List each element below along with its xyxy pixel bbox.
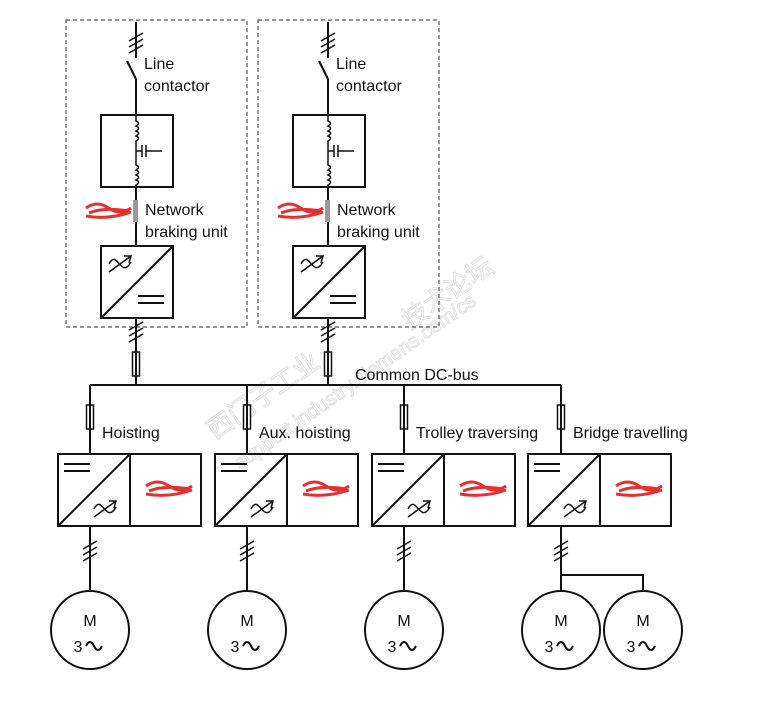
- line-contactor-label: Line: [144, 56, 174, 73]
- three-phase-hatch-mark: [128, 44, 144, 54]
- motor-phases: 3: [627, 639, 636, 656]
- braking-unit-label: braking unit: [337, 224, 420, 241]
- line-contactor-switch: [318, 60, 329, 80]
- motor-letter: M: [83, 613, 96, 630]
- motor: M3: [521, 590, 601, 670]
- fuse-icon: [85, 404, 95, 430]
- braking-unit-connection: [133, 200, 138, 222]
- three-phase-hatch-mark: [128, 38, 144, 48]
- motor-circle: [207, 590, 287, 670]
- inductor-icon: [134, 115, 140, 191]
- fuse-icon: [399, 404, 409, 430]
- braking-unit-label: Network: [145, 202, 205, 219]
- three-phase-hatch-mark: [82, 540, 98, 550]
- infeed-boundary: [257, 19, 440, 328]
- motor-circle: [521, 590, 601, 670]
- three-phase-hatch-mark: [128, 321, 144, 331]
- line-contactor-switch: [126, 60, 137, 80]
- drive-label: Trolley traversing: [416, 425, 538, 442]
- ac-symbol-icon: [638, 641, 656, 651]
- ac-symbol-icon: [242, 641, 260, 651]
- ac-symbol-icon: [85, 641, 103, 651]
- three-phase-hatch-mark: [82, 546, 98, 556]
- three-phase-hatch-mark: [396, 552, 412, 562]
- dc-bus-label: Common DC-bus: [355, 367, 479, 384]
- three-phase-hatch-mark: [553, 546, 569, 556]
- three-phase-hatch-mark: [553, 540, 569, 550]
- line-contactor-label: contactor: [144, 78, 210, 95]
- redaction-scribble: [302, 480, 350, 497]
- three-phase-hatch-mark: [396, 546, 412, 556]
- three-phase-hatch-mark: [239, 540, 255, 550]
- three-phase-hatch-mark: [320, 327, 336, 337]
- three-phase-hatch-mark: [320, 333, 336, 343]
- motor-letter: M: [240, 613, 253, 630]
- three-phase-hatch-mark: [396, 540, 412, 550]
- three-phase-hatch-mark: [128, 333, 144, 343]
- drive-label: Aux. hoisting: [259, 425, 351, 442]
- motor-letter: M: [554, 613, 567, 630]
- redaction-scribble: [615, 480, 663, 497]
- three-phase-hatch-mark: [82, 552, 98, 562]
- motor-phases: 3: [74, 639, 83, 656]
- inductor-icon: [326, 115, 332, 191]
- motor-circle: [603, 590, 683, 670]
- braking-unit-connection: [325, 200, 330, 222]
- line-contactor-label: contactor: [336, 78, 402, 95]
- redaction-scribble: [145, 480, 193, 497]
- motor-phases: 3: [388, 639, 397, 656]
- drive-label: Bridge travelling: [573, 425, 688, 442]
- braking-unit-label: Network: [337, 202, 397, 219]
- three-phase-hatch-mark: [320, 44, 336, 54]
- three-phase-hatch-mark: [320, 32, 336, 42]
- drive-label: Hoisting: [102, 425, 160, 442]
- common-dc-bus: Common DC-bus: [90, 367, 561, 386]
- three-phase-hatch-mark: [320, 321, 336, 331]
- line-contactor-label: Line: [336, 56, 366, 73]
- redaction-scribble: [277, 202, 324, 219]
- three-phase-hatch-mark: [128, 327, 144, 337]
- motor: M3: [50, 590, 130, 670]
- three-phase-hatch-mark: [128, 32, 144, 42]
- fuse-icon: [131, 351, 141, 377]
- capacitor-icon: [136, 145, 162, 157]
- capacitor-icon: [328, 145, 354, 157]
- motor-circle: [364, 590, 444, 670]
- fuse-icon: [556, 404, 566, 430]
- motor-letter: M: [636, 613, 649, 630]
- three-phase-hatch-mark: [320, 38, 336, 48]
- three-phase-hatch-mark: [553, 552, 569, 562]
- redaction-scribble: [459, 480, 507, 497]
- motor-letter: M: [397, 613, 410, 630]
- braking-unit-label: braking unit: [145, 224, 228, 241]
- infeed-boundary: [65, 19, 248, 328]
- redaction-scribble: [85, 202, 132, 219]
- three-phase-hatch-mark: [239, 546, 255, 556]
- three-phase-hatch-mark: [239, 552, 255, 562]
- motor-phases: 3: [231, 639, 240, 656]
- motor: M3: [207, 590, 287, 670]
- fuse-icon: [242, 404, 252, 430]
- fuse-icon: [323, 351, 333, 377]
- ac-symbol-icon: [399, 641, 417, 651]
- motor-phases: 3: [545, 639, 554, 656]
- motor: M3: [364, 590, 444, 670]
- ac-symbol-icon: [556, 641, 574, 651]
- motor: M3: [603, 590, 683, 670]
- motor-circle: [50, 590, 130, 670]
